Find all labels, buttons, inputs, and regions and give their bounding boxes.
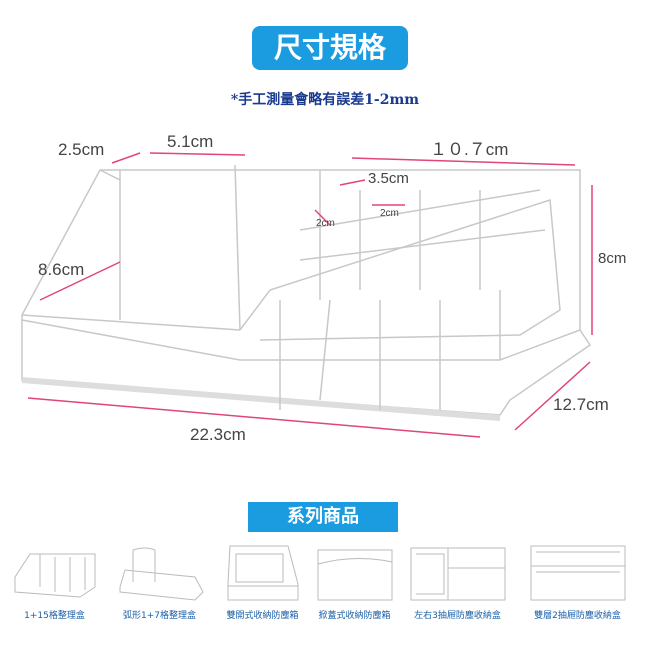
flip-lid-box-icon xyxy=(317,549,392,601)
product-item[interactable]: 1+15格整理盒 xyxy=(2,542,107,621)
measurement-note: *手工測量會略有誤差1-2mm xyxy=(230,92,420,108)
series-title: 系列商品 xyxy=(248,502,398,532)
dim-small-slot: 2cm xyxy=(380,208,399,219)
dim-depth-left: 8.6cm xyxy=(38,260,85,279)
product-label: 掀蓋式收納防塵箱 xyxy=(318,611,391,621)
product-label: 雙層2抽屜防塵收納盒 xyxy=(534,611,621,621)
product-item[interactable]: 雙開式收納防塵箱 xyxy=(210,542,315,621)
product-label: 左右3抽屜防塵收納盒 xyxy=(414,611,501,621)
curved-organizer-icon xyxy=(119,547,204,601)
product-item[interactable]: 掀蓋式收納防塵箱 xyxy=(302,542,407,621)
three-drawer-box-icon xyxy=(410,547,505,601)
two-drawer-box-icon xyxy=(530,545,625,601)
product-label: 1+15格整理盒 xyxy=(24,611,85,621)
dim-small-slot-depth: 2cm xyxy=(316,218,335,229)
dim-grid-width: １０.７cm xyxy=(430,140,509,159)
dim-slot-width: 3.5cm xyxy=(368,170,409,187)
product-label: 弧形1+7格整理盒 xyxy=(123,611,196,621)
dim-total-width: 22.3cm xyxy=(190,425,246,444)
dim-height: 8cm xyxy=(598,250,627,267)
double-door-box-icon xyxy=(227,545,298,601)
product-item[interactable]: 弧形1+7格整理盒 xyxy=(107,542,212,621)
section-title: 尺寸規格 xyxy=(252,26,408,70)
dim-wall-thickness: 2.5cm xyxy=(58,140,105,159)
product-item[interactable]: 雙層2抽屜防塵收納盒 xyxy=(525,542,630,621)
dim-total-depth: 12.7cm xyxy=(553,395,609,414)
dim-compartment-width: 5.1cm xyxy=(167,132,214,151)
product-label: 雙開式收納防塵箱 xyxy=(226,611,299,621)
product-item[interactable]: 左右3抽屜防塵收納盒 xyxy=(405,542,510,621)
organizer-16-icon xyxy=(14,553,95,598)
organizer-diagram xyxy=(21,152,593,438)
